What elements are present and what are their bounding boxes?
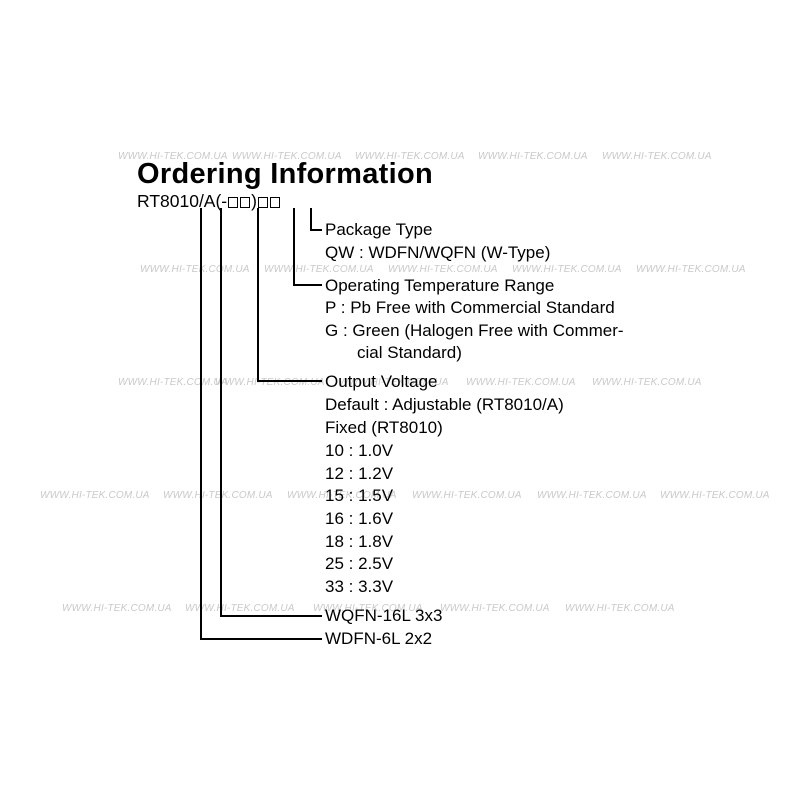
temperature-option-continued: cial Standard) (357, 343, 462, 362)
watermark-text: WWW.HI-TEK.COM.UA (537, 490, 647, 501)
watermark-text: WWW.HI-TEK.COM.UA (636, 264, 746, 275)
watermark-text: WWW.HI-TEK.COM.UA (339, 377, 449, 388)
watermark-text: WWW.HI-TEK.COM.UA (118, 377, 228, 388)
output-voltage-option: Fixed (RT8010) (325, 418, 443, 437)
connector-line (310, 208, 312, 230)
watermark-text: WWW.HI-TEK.COM.UA (40, 490, 150, 501)
package-type-heading: Package Type (325, 220, 433, 239)
package-option: WQFN-16L 3x3 (325, 606, 443, 625)
watermark-text: WWW.HI-TEK.COM.UA (264, 264, 374, 275)
connector-line (293, 284, 322, 286)
output-voltage-option: 33 : 3.3V (325, 577, 394, 596)
watermark-text: WWW.HI-TEK.COM.UA (287, 490, 397, 501)
watermark-text: WWW.HI-TEK.COM.UA (602, 151, 712, 162)
output-voltage-option: 15 : 1.5V (325, 486, 394, 505)
watermark-text: WWW.HI-TEK.COM.UA (592, 377, 702, 388)
package-option: WDFN-6L 2x2 (325, 629, 433, 648)
package-type-option: QW : WDFN/WQFN (W-Type) (325, 243, 551, 262)
connector-line (293, 208, 295, 285)
voltage-code-box (228, 197, 239, 208)
part-number-code: RT8010/A(-) (137, 191, 281, 212)
watermark-text: WWW.HI-TEK.COM.UA (313, 603, 423, 614)
connector-line (257, 208, 259, 381)
output-voltage-option: 25 : 2.5V (325, 554, 394, 573)
temperature-option: P : Pb Free with Commercial Standard (325, 298, 615, 317)
output-voltage-option: 16 : 1.6V (325, 509, 394, 528)
watermark-text: WWW.HI-TEK.COM.UA (185, 603, 295, 614)
section-title: Ordering Information (137, 158, 433, 190)
temperature-option: G : Green (Halogen Free with Commer- (325, 321, 624, 340)
watermark-text: WWW.HI-TEK.COM.UA (355, 151, 465, 162)
output-voltage-option: 18 : 1.8V (325, 532, 394, 551)
package-code-box (269, 197, 280, 208)
watermark-text: WWW.HI-TEK.COM.UA (163, 490, 273, 501)
watermark-text: WWW.HI-TEK.COM.UA (118, 151, 228, 162)
watermark-text: WWW.HI-TEK.COM.UA (440, 603, 550, 614)
watermark-text: WWW.HI-TEK.COM.UA (478, 151, 588, 162)
temperature-code-box (257, 197, 268, 208)
connector-line (220, 208, 222, 616)
watermark-text: WWW.HI-TEK.COM.UA (62, 603, 172, 614)
temperature-heading: Operating Temperature Range (325, 276, 555, 295)
output-voltage-heading: Output Voltage (325, 372, 438, 391)
watermark-text: WWW.HI-TEK.COM.UA (565, 603, 675, 614)
output-voltage-option: Default : Adjustable (RT8010/A) (325, 395, 564, 414)
watermark-text: WWW.HI-TEK.COM.UA (215, 377, 325, 388)
voltage-code-box (240, 197, 251, 208)
connector-line (257, 380, 322, 382)
connector-line (200, 208, 202, 639)
output-voltage-option: 10 : 1.0V (325, 441, 394, 460)
watermark-text: WWW.HI-TEK.COM.UA (388, 264, 498, 275)
watermark-text: WWW.HI-TEK.COM.UA (232, 151, 342, 162)
connector-line (200, 638, 322, 640)
watermark-text: WWW.HI-TEK.COM.UA (140, 264, 250, 275)
part-number-prefix: RT8010/A(- (137, 191, 228, 211)
connector-line (220, 615, 322, 617)
watermark-text: WWW.HI-TEK.COM.UA (412, 490, 522, 501)
part-number-middle: ) (251, 191, 257, 211)
watermark-text: WWW.HI-TEK.COM.UA (466, 377, 576, 388)
watermark-text: WWW.HI-TEK.COM.UA (660, 490, 770, 501)
connector-line (310, 229, 322, 231)
output-voltage-option: 12 : 1.2V (325, 464, 394, 483)
watermark-text: WWW.HI-TEK.COM.UA (512, 264, 622, 275)
